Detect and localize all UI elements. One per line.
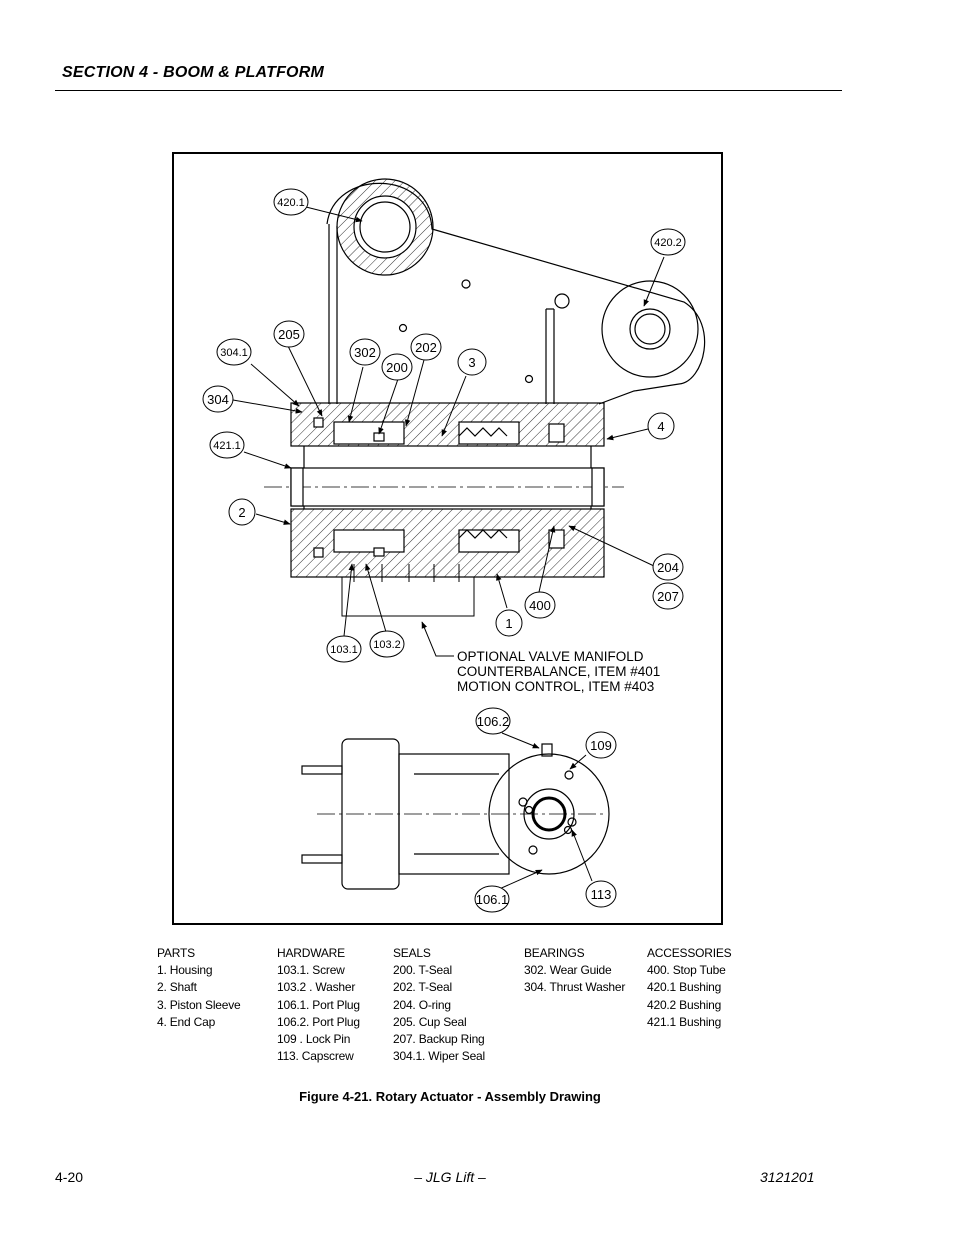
callout-balloon <box>228 498 256 526</box>
legend-heading: SEALS <box>393 946 431 960</box>
callout-balloon <box>585 880 617 908</box>
legend-item: 202. T-Seal <box>393 980 452 995</box>
actuator-end-view <box>301 738 610 890</box>
callout-balloon <box>326 635 362 663</box>
legend-item: 304.1. Wiper Seal <box>393 1049 485 1064</box>
legend-item: 2. Shaft <box>157 980 197 995</box>
callout-label: 302 <box>354 345 376 360</box>
legend-item: 421.1 Bushing <box>647 1014 722 1029</box>
callout-label: 4 <box>657 419 664 434</box>
note-line: MOTION CONTROL, ITEM #403 <box>457 679 654 694</box>
callout-label: 103.2 <box>373 639 401 651</box>
note-line: COUNTERBALANCE, ITEM #401 <box>457 664 660 679</box>
legend-heading: HARDWARE <box>277 946 345 960</box>
callout-label: 113 <box>591 887 612 902</box>
callout-balloons <box>202 188 686 913</box>
callout-label: 420.1 <box>277 197 305 209</box>
legend-item: 103.2 . Washer <box>277 980 356 995</box>
mounting-bracket <box>326 178 706 405</box>
callout-balloon <box>209 431 245 459</box>
legend-parts: PARTS 1. Housing 2. Shaft 3. Piston Slee… <box>157 945 241 1031</box>
callout-balloon <box>652 553 684 581</box>
callout-balloon <box>410 333 442 361</box>
callout-label: 205 <box>278 327 300 342</box>
legend-item: 103.1. Screw <box>277 963 345 978</box>
legend-item: 3. Piston Sleeve <box>157 997 241 1012</box>
callout-label: 202 <box>415 340 437 355</box>
legend-item: 204. O-ring <box>393 997 451 1012</box>
actuator-housing-section <box>264 402 624 578</box>
callout-label: 1 <box>505 616 512 631</box>
legend-item: 109 . Lock Pin <box>277 1032 351 1047</box>
figure-caption: Figure 4-21. Rotary Actuator - Assembly … <box>299 1089 601 1104</box>
callout-label: 200 <box>386 360 408 375</box>
callout-balloon <box>475 707 511 735</box>
callout-balloon <box>273 320 305 348</box>
callout-label: 400 <box>529 598 551 613</box>
figure-frame: 420.1 420.2 205 304.1 304 302 202 200 3 … <box>172 152 723 925</box>
legend-item: 302. Wear Guide <box>524 963 612 978</box>
callout-labels: 420.1 420.2 205 304.1 304 302 202 200 3 … <box>207 197 682 907</box>
callout-label: 207 <box>657 589 679 604</box>
note-line: OPTIONAL VALVE MANIFOLD <box>457 649 644 664</box>
header-rule <box>55 90 842 91</box>
legend-item: 205. Cup Seal <box>393 1014 467 1029</box>
callout-balloon <box>474 885 510 913</box>
page-number: 4-20 <box>55 1169 84 1185</box>
section-header: SECTION 4 - BOOM & PLATFORM <box>62 64 324 81</box>
callout-balloon <box>495 609 523 637</box>
callout-label: 2 <box>238 505 245 520</box>
callout-balloon <box>647 412 675 440</box>
callout-balloon <box>273 188 309 216</box>
document-number: 3121201 <box>760 1169 815 1185</box>
legend-item: 200. T-Seal <box>393 963 452 978</box>
callout-balloon <box>457 348 487 376</box>
callout-label: 304.1 <box>220 347 248 359</box>
legend-item: 420.2 Bushing <box>647 997 722 1012</box>
callout-balloon <box>652 582 684 610</box>
callout-label: 106.1 <box>476 892 509 907</box>
callout-label: 421.1 <box>213 440 241 452</box>
legend-heading: PARTS <box>157 946 195 960</box>
callout-label: 103.1 <box>330 644 358 656</box>
callout-label: 304 <box>207 392 229 407</box>
assembly-drawing: 420.1 420.2 205 304.1 304 302 202 200 3 … <box>202 178 706 913</box>
legend-item: 420.1 Bushing <box>647 980 722 995</box>
legend-item: 113. Capscrew <box>277 1049 354 1064</box>
callout-label: 106.2 <box>477 714 510 729</box>
legend-item: 4. End Cap <box>157 1014 216 1029</box>
legend-accessories: ACCESSORIES 400. Stop Tube 420.1 Bushing… <box>647 945 732 1031</box>
legend-heading: ACCESSORIES <box>647 946 732 960</box>
callout-label: 109 <box>590 738 612 753</box>
callout-balloon <box>349 338 381 366</box>
callout-label: 420.2 <box>654 237 682 249</box>
callout-balloon <box>369 630 405 658</box>
callout-balloon <box>202 385 234 413</box>
legend-item: 106.2. Port Plug <box>277 1014 360 1029</box>
legend-heading: BEARINGS <box>524 946 585 960</box>
callout-balloon <box>585 731 617 759</box>
callout-balloon <box>524 591 556 619</box>
legend-item: 400. Stop Tube <box>647 963 726 978</box>
manifold-note: OPTIONAL VALVE MANIFOLD COUNTERBALANCE, … <box>457 649 660 694</box>
callout-label: 3 <box>468 355 475 370</box>
callout-balloon <box>216 338 252 366</box>
footer-brand: – JLG Lift – <box>414 1169 486 1185</box>
legend-item: 106.1. Port Plug <box>277 997 360 1012</box>
legend-seals: SEALS 200. T-Seal 202. T-Seal 204. O-rin… <box>393 945 485 1065</box>
callout-label: 204 <box>657 560 679 575</box>
legend-item: 207. Backup Ring <box>393 1032 485 1047</box>
legend-item: 304. Thrust Washer <box>524 980 626 995</box>
legend-bearings: BEARINGS 302. Wear Guide 304. Thrust Was… <box>524 945 625 997</box>
leader-lines <box>232 205 665 891</box>
callout-balloon <box>381 353 413 381</box>
legend-item: 1. Housing <box>157 963 213 978</box>
callout-balloon <box>650 228 686 256</box>
legend-hardware: HARDWARE 103.1. Screw 103.2 . Washer 106… <box>277 945 360 1065</box>
